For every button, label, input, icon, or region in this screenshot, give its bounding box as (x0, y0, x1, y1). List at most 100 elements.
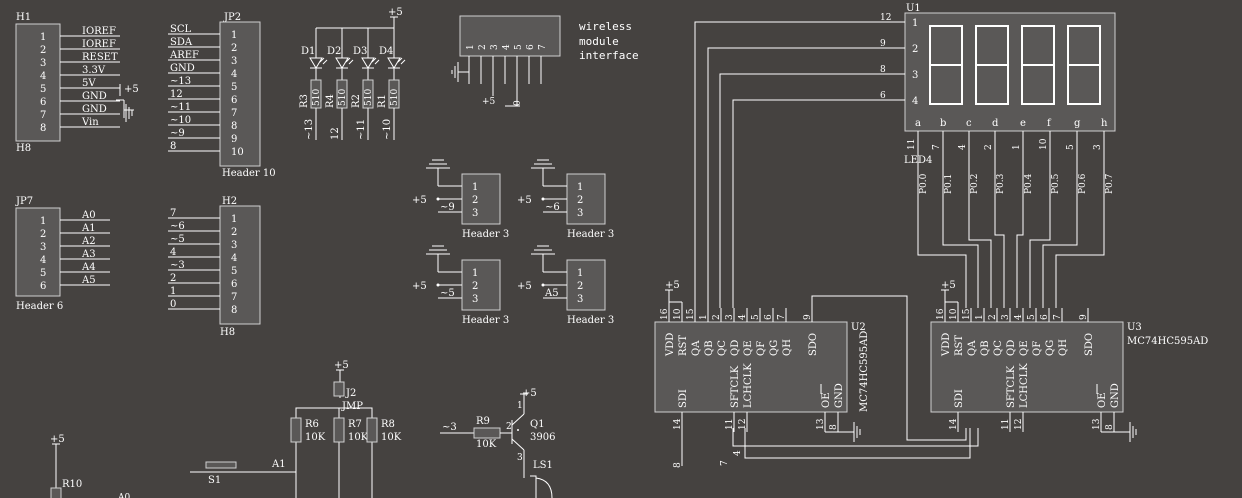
u1-seg-num-f: 10 (1039, 138, 1049, 150)
u2-sdi-net: 8 (673, 462, 683, 468)
h1-net-5: 5V (82, 78, 96, 89)
jp7-pin-2: 2 (40, 229, 46, 240)
header3-1-name: Header 3 (462, 229, 509, 240)
header3-3-vcc: +5 (412, 281, 427, 292)
jp2-pin-1: 1 (231, 30, 237, 41)
u3-pin-qc: QC (993, 340, 1004, 356)
u3-pin-qe: QE (1019, 341, 1030, 357)
h1-pin-2: 2 (40, 45, 46, 56)
button-res-ref-3: R8 (381, 419, 395, 430)
header3-1-vcc: +5 (412, 195, 427, 206)
u2-pin-qg: QG (769, 340, 780, 356)
u2-pin-qb: QB (704, 340, 715, 356)
h1-net-1: IOREF (82, 26, 116, 37)
shift-register-u2: U2MC74HC595ADVDD16RST10QA15QB1QC2QD3QE4Q… (654, 280, 870, 468)
jp7-net-5: A4 (81, 262, 96, 273)
header3-3-body (461, 259, 501, 311)
led-d1-symbol (309, 57, 323, 69)
jp2-net-5: ~13 (170, 76, 191, 87)
resistor-r10 (50, 487, 62, 498)
u1-seg-num-a: 11 (907, 139, 917, 150)
header3-1-body (461, 173, 501, 225)
r9-value: 10K (476, 439, 497, 450)
u2-pin-qc: QC (717, 340, 728, 356)
u1-digit-pin-1: 1 (912, 18, 918, 29)
jp7-net-4: A3 (81, 249, 96, 260)
header3-4-pin-3: 3 (577, 294, 583, 305)
u2-top-num-6: 3 (725, 314, 735, 320)
jp7-name: Header 6 (16, 301, 63, 312)
h2-body (219, 205, 261, 325)
header3-4-net: A5 (544, 288, 559, 299)
btn-vcc: +5 (334, 360, 349, 371)
u1-seg-pin-h: h (1101, 118, 1108, 129)
shift-register-u3: U3MC74HC595ADVDD16RST10QA15QB1QC2QD3QE4Q… (930, 280, 1208, 442)
jp2-body (219, 21, 261, 167)
jp2-pin-3: 3 (231, 56, 237, 67)
u2-bottom-num-2: 11 (725, 419, 735, 430)
u2-part: MC74HC595AD (859, 331, 870, 412)
u2-bottom-num-3: 12 (738, 419, 748, 430)
header3-2-pin-2: 2 (577, 195, 583, 206)
u2-body (654, 321, 848, 413)
u3-pin-sftclk: SFTCLK (1006, 365, 1017, 408)
h1-pin-7: 7 (40, 110, 46, 121)
u2-pin-lchclk: LCHCLK (743, 363, 754, 408)
u2-top-num-2: 10 (673, 308, 683, 320)
button-res-ref-2: R7 (348, 419, 362, 430)
resistor-r7 (333, 417, 345, 443)
wireless-vcc: +5 (482, 97, 496, 107)
cascade-wiring: 7 4 (720, 295, 979, 466)
h2-pin-2: 2 (231, 227, 237, 238)
display-digits (929, 25, 1101, 105)
jp2-name: Header 10 (222, 168, 276, 179)
u1-seg-num-h: 3 (1093, 144, 1103, 150)
u2-top-num-3: 15 (686, 308, 696, 320)
u1-seg-pin-e: e (1020, 118, 1026, 129)
jp2-pin-10: 10 (231, 147, 244, 158)
header3-2-pin-3: 3 (577, 208, 583, 219)
u1-pins: 112293846a11P0.0b7P0.1c4P0.2d2P0.3e1P0.4… (880, 13, 1115, 194)
h1-pin-8: 8 (40, 123, 46, 134)
wireless-label-3: interface (579, 49, 639, 62)
u3-bottom-num-2: 11 (1001, 419, 1011, 430)
u3-top-num-11: 9 (1079, 314, 1089, 320)
header3-2-pin-1: 1 (577, 182, 583, 193)
h2-ref: H2 (222, 196, 237, 207)
wireless-pin-2: 2 (478, 44, 488, 50)
wireless-body (459, 15, 561, 57)
r10-ref: R10 (62, 479, 82, 490)
wireless-pin-6: 6 (526, 44, 536, 50)
header3-2-body (566, 173, 606, 225)
u1-digit-num-2: 9 (880, 39, 886, 49)
u3-pin-qa: QA (967, 340, 978, 356)
u1-digit-pin-4: 4 (912, 96, 918, 107)
jp2-net-9: ~9 (170, 128, 185, 139)
h2-net-7: 1 (170, 286, 176, 297)
resistor-r8 (366, 417, 378, 443)
u2-pin-rst: RST (678, 335, 689, 356)
u1-digit-num-1: 12 (880, 13, 891, 23)
u3-pin-qd: QD (1006, 340, 1017, 356)
u3-top-num-5: 2 (988, 314, 998, 320)
u3-pin-sdi: SDI (954, 389, 965, 408)
u3-pin-vdd: VDD (941, 333, 952, 357)
jp2-pin-8: 8 (231, 121, 237, 132)
jp2-pin-7: 7 (231, 108, 237, 119)
led-d2-symbol (335, 57, 349, 69)
u3-pin-gnd: GND (1110, 383, 1121, 408)
u2-top-num-10: 7 (777, 314, 787, 320)
u2-pin-qd: QD (730, 340, 741, 356)
jp7-ref: JP7 (15, 196, 33, 207)
led-vcc: +5 (388, 7, 403, 18)
header3-4-pin-1: 1 (577, 268, 583, 279)
u3-pin-qg: QG (1045, 340, 1056, 356)
u3-bottom-num-3: 12 (1014, 419, 1024, 430)
wireless-pin-7: 7 (538, 44, 548, 50)
